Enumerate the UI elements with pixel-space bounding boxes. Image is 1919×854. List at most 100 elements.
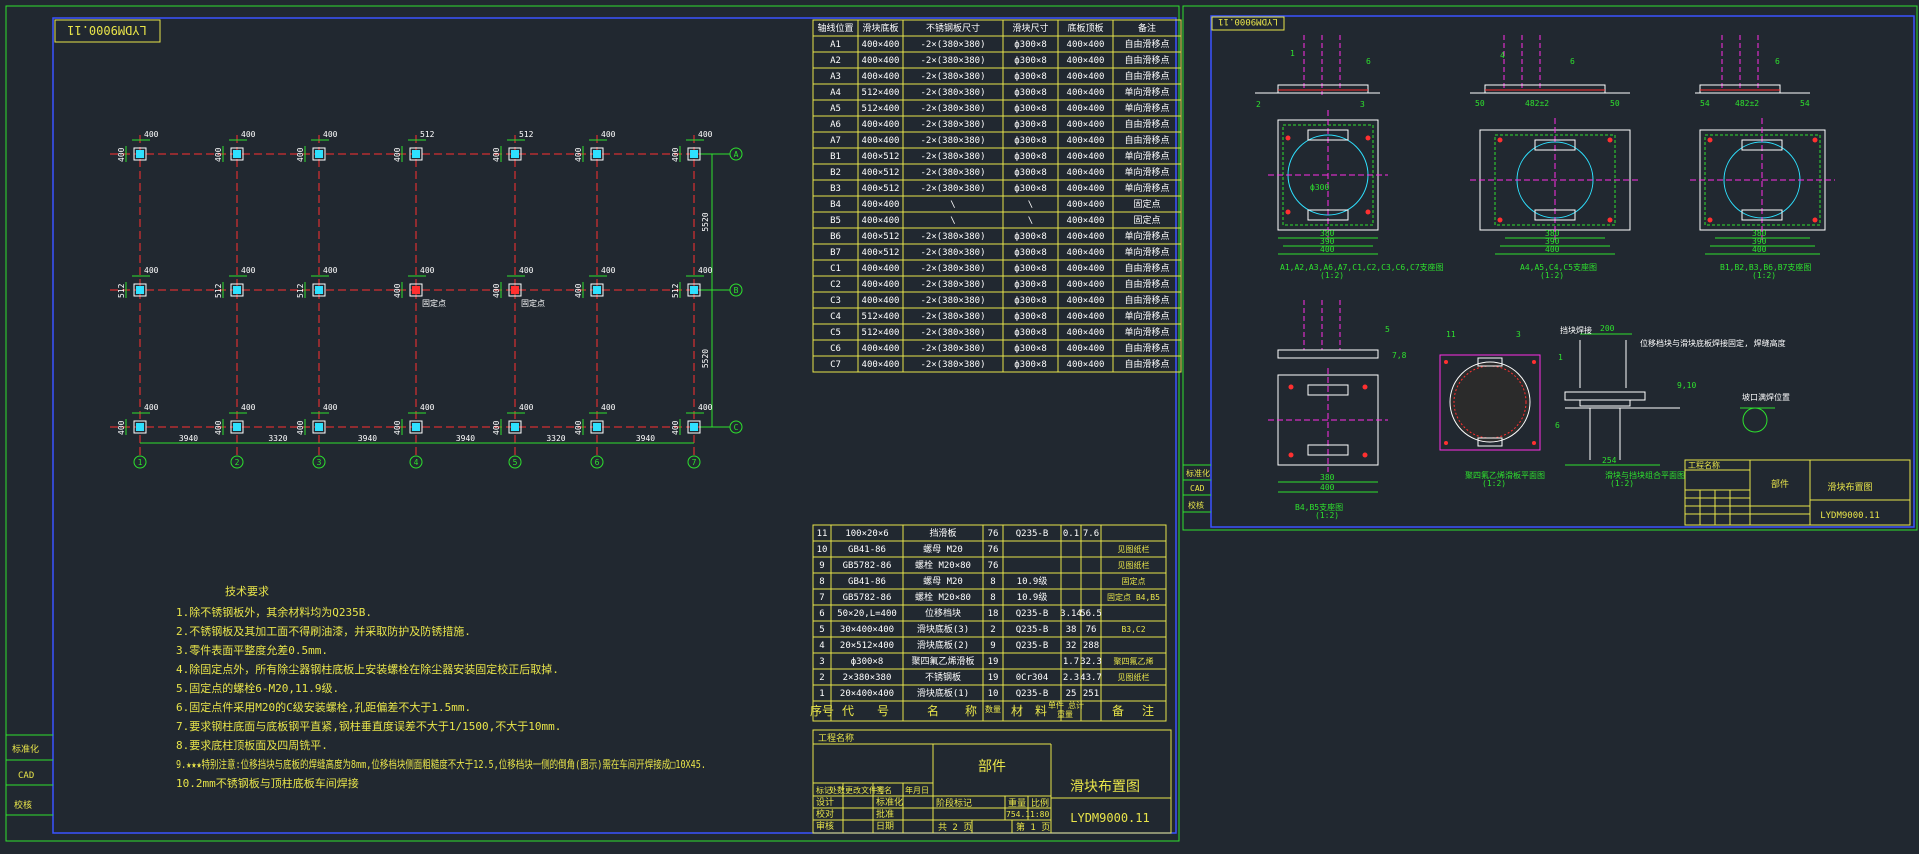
right-sidebar: 标准化 CAD 校核 (1183, 464, 1211, 513)
title-block[interactable]: 工程名称 部件 滑块布置图 LYDM9000.11 标记 处数 更改文件号 签名… (812, 729, 1172, 834)
bom-cell: 0Cr304 (1016, 673, 1049, 683)
bom-header-label: 料 (1035, 704, 1047, 718)
bearing-table-cell: 单向滑移点 (1124, 310, 1169, 322)
bearing-table-cell: A2 (830, 56, 841, 66)
detail-views[interactable]: 1 6 2 3 380 390 400 ф300 A1,A2,A3,A6,A7 (1255, 35, 1835, 520)
plate-height-dim: 400 (574, 147, 583, 162)
bom-cell: GB41-86 (848, 577, 886, 587)
bom-cell: 10.9级 (1017, 591, 1048, 603)
svg-text:482±2: 482±2 (1735, 99, 1759, 108)
bom-cell: 18 (988, 609, 999, 619)
plate-width-dim: 400 (323, 266, 338, 275)
bearing-table-cell: 400×400 (862, 72, 900, 82)
detail-5-caption: 聚四氟乙烯滑板平面图 (1465, 470, 1545, 480)
svg-text:ф300: ф300 (1310, 183, 1329, 192)
stage-mark-label: 阶段标记 (936, 797, 972, 809)
bom-header-label: 数量 (985, 704, 1001, 714)
bearing-table-cell: 400×400 (1067, 312, 1105, 322)
x-spacing-dim: 3940 (358, 434, 377, 443)
svg-text:6: 6 (1366, 57, 1371, 66)
bom-header-label: 称 (965, 704, 977, 718)
x-spacing-dim: 3320 (268, 434, 287, 443)
svg-text:5: 5 (1385, 325, 1390, 334)
bearing-table-cell: -2×(380×380) (920, 56, 985, 66)
drawing-number[interactable]: LYDM9000.11 (1070, 811, 1149, 825)
bom-cell: 滑块底板(1) (917, 687, 969, 699)
right-drawing-number[interactable]: LYDM9000.11 (1820, 511, 1880, 521)
right-title-block[interactable]: 工程名称 部件 滑块布置图 LYDM9000.11 (1684, 459, 1911, 526)
bearing-table-cell: ф300×8 (1014, 104, 1047, 114)
bearing-table-cell: ф300×8 (1014, 360, 1047, 370)
bearing-table-cell: 自由滑移点 (1124, 70, 1169, 82)
right-sidebar-label: 标准化 (1186, 468, 1210, 478)
drawing-name[interactable]: 滑块布置图 (1070, 778, 1140, 795)
project-name-label: 工程名称 (818, 732, 854, 744)
bom-cell: 288 (1083, 641, 1099, 651)
svg-text:390: 390 (1320, 237, 1335, 246)
plate-height-dim: 400 (296, 420, 305, 435)
detail-3-plan: 380 390 400 B1,B2,B3,B6,B7支座图 (1:2) (1690, 118, 1835, 280)
bearing-table-cell: C3 (830, 296, 841, 306)
bearing-table-cell: 400×512 (862, 152, 900, 162)
bearing-table-cell: ф300×8 (1014, 184, 1047, 194)
right-drawing-name[interactable]: 滑块布置图 (1827, 481, 1872, 493)
